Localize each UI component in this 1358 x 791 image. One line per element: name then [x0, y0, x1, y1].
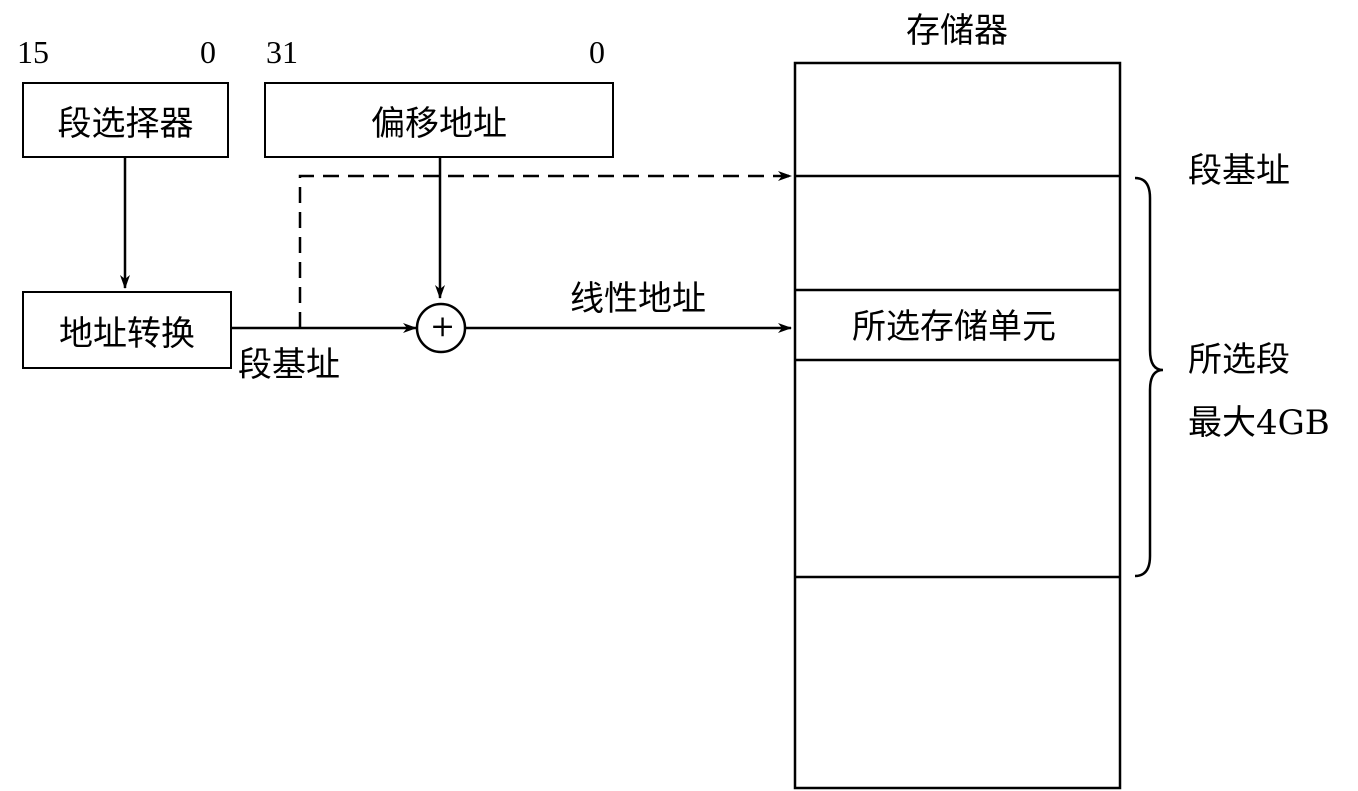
offset-bit-high: 31	[266, 34, 298, 70]
linear-address-label: 线性地址	[570, 279, 706, 319]
adder-symbol: +	[430, 309, 456, 344]
selected-segment-label: 所选段	[1188, 340, 1290, 380]
segment-selector-label: 段选择器	[57, 103, 194, 144]
memory-title: 存储器	[906, 11, 1008, 51]
selector-bit-low: 0	[200, 34, 216, 70]
offset-address-label: 偏移地址	[371, 103, 507, 144]
segment-brace	[1134, 176, 1164, 578]
segment-base-output-label: 段基址	[238, 345, 340, 385]
address-translation-label: 地址转换	[59, 313, 195, 354]
dashed-segment-base-path	[298, 171, 792, 328]
memory-segment-base-label: 段基址	[1188, 151, 1290, 191]
offset-bit-low: 0	[589, 34, 605, 70]
segment-selector-box: 段选择器	[22, 82, 229, 158]
selector-bit-high: 15	[17, 34, 49, 70]
max-size-label: 最大4GB	[1188, 403, 1330, 443]
selected-cell-label: 所选存储单元	[852, 307, 1056, 347]
address-translation-box: 地址转换	[22, 291, 232, 369]
offset-address-box: 偏移地址	[264, 82, 614, 158]
memory-block	[793, 61, 1122, 790]
adder-circle	[415, 302, 467, 354]
